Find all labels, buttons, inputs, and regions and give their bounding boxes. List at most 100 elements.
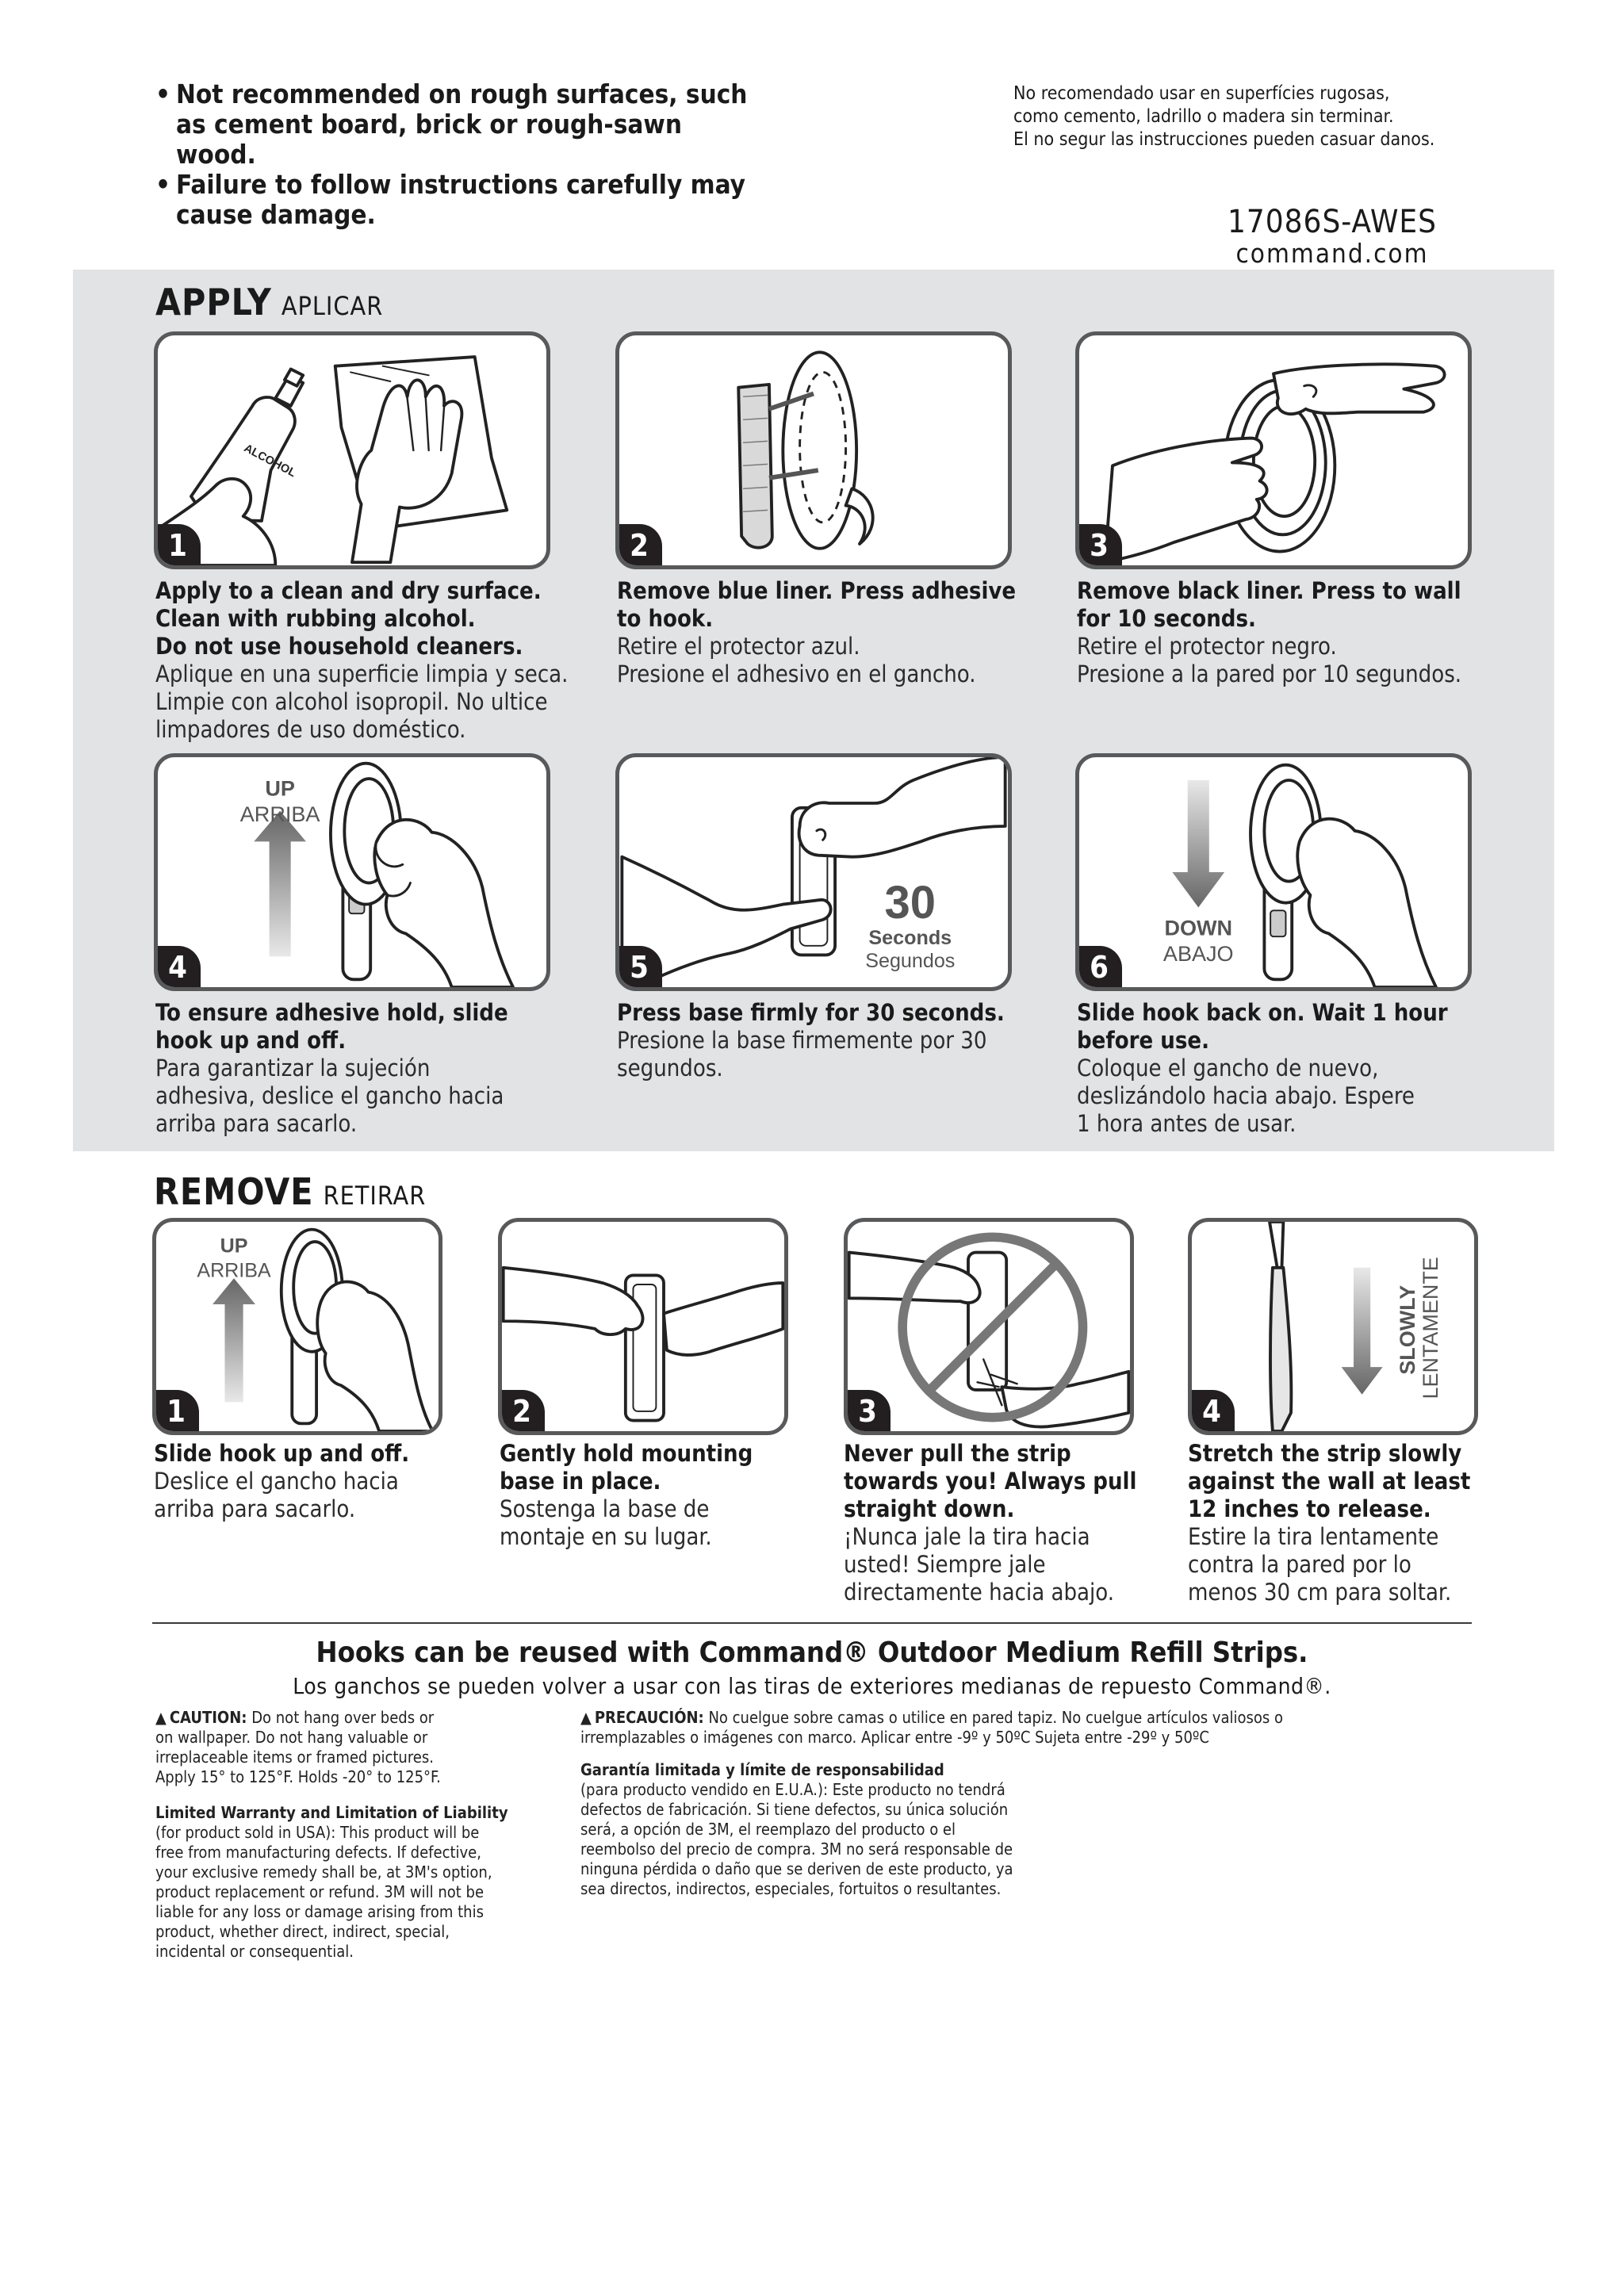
caption-en-line: Clean with rubbing alcohol. xyxy=(155,605,476,632)
caption-es-line: adhesiva, deslice el gancho hacia xyxy=(155,1082,504,1109)
apply-step-2-caption: Remove blue liner. Press adhesive to hoo… xyxy=(617,577,1061,688)
abajo-label: ABAJO xyxy=(1163,942,1234,966)
caption-es-line: Aplique en una superficie limpia y seca. xyxy=(155,660,569,687)
do-not-pull-illustration xyxy=(848,1232,1130,1429)
caption-es-line: arriba para sacarlo. xyxy=(154,1495,356,1522)
apply-step-6-caption: Slide hook back on. Wait 1 hour before u… xyxy=(1077,999,1537,1138)
caption-es-line: Coloque el gancho de nuevo, xyxy=(1077,1055,1379,1081)
remove-subtitle: RETIRAR xyxy=(323,1181,427,1211)
caption-en-line: against the wall at least xyxy=(1188,1468,1471,1495)
warranty-english: Limited Warranty and Limitation of Liabi… xyxy=(155,1803,528,1962)
caption-es-line: Sostenga la base de xyxy=(500,1495,710,1522)
caption-es-line: Presione la base firmemente por 30 xyxy=(617,1027,987,1054)
caution-line: on wallpaper. Do not hang valuable or xyxy=(155,1728,428,1747)
caption-en-line: Apply to a clean and dry surface. xyxy=(155,577,542,604)
press-base-illustration: 30 Seconds Segundos xyxy=(620,757,1007,987)
apply-step-4-caption: To ensure adhesive hold, slide hook up a… xyxy=(155,999,599,1138)
caption-es-line: Retire el protector negro. xyxy=(1077,633,1337,660)
up-label: UP xyxy=(265,776,295,800)
caption-es-line: Para garantizar la sujeción xyxy=(155,1055,431,1081)
warning-triangle-icon: ▲ xyxy=(155,1708,167,1727)
caption-en-line: towards you! Always pull xyxy=(844,1468,1137,1495)
caption-en-line: base in place. xyxy=(500,1468,661,1495)
caption-en-line: 12 inches to release. xyxy=(1188,1495,1431,1522)
segundos-label: Segundos xyxy=(865,950,955,972)
garantia-line: (para producto vendido en E.U.A.): Este … xyxy=(580,1780,1005,1799)
apply-title: APPLY xyxy=(155,281,272,323)
step-number-badge: 3 xyxy=(848,1390,891,1431)
remove-step-1-caption: Slide hook up and off. Deslice el gancho… xyxy=(154,1440,487,1523)
caution-english: ▲CAUTION: Do not hang over beds or on wa… xyxy=(155,1708,520,1787)
step-number-badge: 1 xyxy=(158,524,201,565)
caption-es-line: ¡Nunca jale la tira hacia xyxy=(844,1523,1090,1550)
apply-step-4-illustration: UP ARRIBA 4 xyxy=(154,753,550,991)
caption-es-line: usted! Siempre jale xyxy=(844,1551,1046,1578)
caption-es-line: deslizándolo hacia abajo. Espere xyxy=(1077,1082,1415,1109)
caption-en-line: Remove blue liner. Press adhesive xyxy=(617,577,1017,604)
garantia-line: defectos de fabricación. Si tiene defect… xyxy=(580,1800,1009,1819)
caption-es-line: limpadores de uso doméstico. xyxy=(155,716,466,743)
warranty-line: free from manufacturing defects. If defe… xyxy=(155,1843,481,1862)
slide-hook-down-illustration: DOWN ABAJO xyxy=(1163,763,1438,987)
arriba-label: ARRIBA xyxy=(197,1259,271,1281)
up-label: UP xyxy=(220,1235,248,1258)
caption-en-line: hook up and off. xyxy=(155,1027,347,1054)
precaucion-label: PRECAUCIÓN: xyxy=(594,1708,704,1727)
step-number-badge: 4 xyxy=(1192,1390,1235,1431)
lentamente-label: LENTAMENTE xyxy=(1419,1257,1442,1399)
website: command.com xyxy=(1235,238,1429,269)
warnings-spanish: No recomendado usar en superfícies rugos… xyxy=(1013,82,1521,151)
warning-es-line: como cemento, ladrillo o madera sin term… xyxy=(1013,106,1394,127)
caption-es-line: Limpie con alcohol isopropil. No ultice xyxy=(155,688,548,715)
remove-title: REMOVE xyxy=(154,1170,314,1213)
thirty-label: 30 xyxy=(885,877,936,928)
warranty-line: (for product sold in USA): This product … xyxy=(155,1823,480,1842)
caption-es-line: contra la pared por lo xyxy=(1188,1551,1411,1578)
slide-hook-up-off-illustration: UP ARRIBA xyxy=(197,1227,435,1431)
warning-rough-surfaces: Not recommended on rough surfaces, such … xyxy=(155,79,758,170)
caption-en-line: Press base firmly for 30 seconds. xyxy=(617,999,1005,1026)
caution-line: irreplaceable items or framed pictures. xyxy=(155,1748,434,1767)
warranty-line: product, whether direct, indirect, speci… xyxy=(155,1922,450,1941)
caption-en-line: Stretch the strip slowly xyxy=(1188,1440,1462,1467)
caption-en-line: Slide hook back on. Wait 1 hour xyxy=(1077,999,1448,1026)
step-number-badge: 5 xyxy=(619,946,662,987)
caption-en-line: Do not use household cleaners. xyxy=(155,633,523,660)
caption-en-line: Never pull the strip xyxy=(844,1440,1071,1467)
apply-step-5-caption: Press base firmly for 30 seconds. Presio… xyxy=(617,999,1061,1082)
caption-es-line: segundos. xyxy=(617,1055,723,1081)
warnings-english: Not recommended on rough surfaces, such … xyxy=(155,79,758,230)
garantia-line: reembolso del precio de compra. 3M no se… xyxy=(580,1839,1013,1859)
reuse-note-english: Hooks can be reused with Command® Outdoo… xyxy=(316,1637,1308,1669)
remove-step-1-illustration: UP ARRIBA 1 xyxy=(152,1218,442,1435)
warranty-line: incidental or consequential. xyxy=(155,1942,354,1961)
apply-subtitle: APLICAR xyxy=(281,291,384,321)
step-number-badge: 6 xyxy=(1079,946,1122,987)
apply-step-3-caption: Remove black liner. Press to wall for 10… xyxy=(1077,577,1537,688)
remove-step-4-illustration: SLOWLY LENTAMENTE 4 xyxy=(1188,1218,1478,1435)
warning-instructions: Failure to follow instructions carefully… xyxy=(155,170,758,230)
caption-en-line: for 10 seconds. xyxy=(1077,605,1256,632)
caption-en-line: before use. xyxy=(1077,1027,1210,1054)
caution-line: Do not hang over beds or xyxy=(251,1708,435,1727)
step-number-badge: 1 xyxy=(156,1390,199,1431)
slide-hook-up-illustration: UP ARRIBA xyxy=(240,761,515,987)
caution-line: Apply 15° to 125°F. Holds -20° to 125°F. xyxy=(155,1767,441,1786)
garantia-line: ninguna pérdida o daño que se deriven de… xyxy=(580,1859,1013,1878)
warranty-line: product replacement or refund. 3M will n… xyxy=(155,1882,485,1901)
warranty-line: your exclusive remedy shall be, at 3M's … xyxy=(155,1862,492,1882)
caption-en-line: Gently hold mounting xyxy=(500,1440,753,1467)
caption-es-line: directamente hacia abajo. xyxy=(844,1579,1115,1606)
caption-es-line: Presione el adhesivo en el gancho. xyxy=(617,660,976,687)
caption-es-line: menos 30 cm para soltar. xyxy=(1188,1579,1452,1606)
caption-en-line: Remove black liner. Press to wall xyxy=(1077,577,1461,604)
hook-adhesive-illustration xyxy=(737,350,875,550)
remove-heading: REMOVE RETIRAR xyxy=(154,1170,426,1213)
seconds-label: Seconds xyxy=(868,927,952,949)
warranty-spanish: Garantía limitada y límite de responsabi… xyxy=(580,1760,1072,1899)
garantia-title: Garantía limitada y límite de responsabi… xyxy=(580,1760,944,1779)
product-sku: 17086S-AWES xyxy=(1227,204,1437,240)
precaucion-line: No cuelgue sobre camas o utilice en pare… xyxy=(708,1708,1283,1727)
stretch-slowly-illustration: SLOWLY LENTAMENTE xyxy=(1268,1222,1442,1431)
apply-step-3-illustration: 3 xyxy=(1075,331,1472,569)
